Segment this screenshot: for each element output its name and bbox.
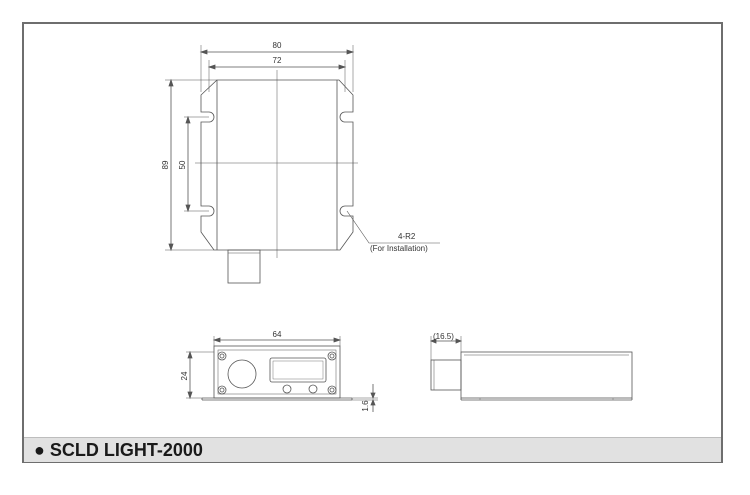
front-view-body — [213, 345, 341, 399]
display-window — [269, 357, 327, 383]
drawing-frame — [22, 22, 723, 463]
caption-bar: ● SCLD LIGHT-2000 — [24, 437, 721, 462]
radius-note-sub: (For Installation) — [370, 244, 428, 253]
side-view-body — [460, 351, 633, 399]
top-view — [165, 45, 440, 284]
dim-width-inner: 72 — [273, 56, 282, 65]
dim-flange-thickness: 1.6 — [361, 400, 370, 412]
dim-width-outer: 80 — [273, 41, 282, 50]
dim-connector-length-value: 16.5 — [436, 332, 452, 341]
side-view — [429, 336, 633, 401]
dim-front-width: 64 — [273, 330, 282, 339]
product-caption: ● SCLD LIGHT-2000 — [34, 440, 203, 460]
connector-top — [227, 249, 261, 284]
front-view — [186, 336, 378, 412]
dim-connector-length: (16.5) — [433, 332, 454, 341]
dim-height-slots: 50 — [178, 160, 187, 169]
connector-side — [430, 359, 462, 391]
connector-front — [227, 359, 257, 389]
radius-note: 4-R2 — [398, 232, 416, 241]
top-view-outline — [200, 79, 354, 251]
dim-front-height: 24 — [180, 371, 189, 380]
dim-height-outer: 89 — [161, 160, 170, 169]
